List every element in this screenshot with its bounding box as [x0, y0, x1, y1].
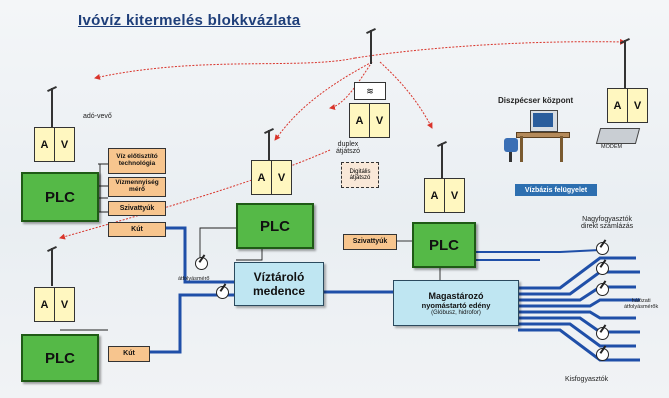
right-pump: Szivattyúk	[343, 234, 397, 250]
consumer-meter-icon	[596, 327, 609, 340]
filter-icon: ≋	[354, 82, 386, 100]
pressure-tank-box: Magastározó nyomástartó edény (Glóbusz, …	[393, 280, 519, 326]
diagram-title: Ivóvíz kitermelés blokkvázlata	[78, 12, 301, 29]
radio-link-reservoir-plc	[274, 61, 373, 141]
consumer-meter-icon	[596, 348, 609, 361]
water-pipes	[150, 226, 640, 362]
plc-left-bottom: PLC	[21, 334, 99, 382]
modem-label: MODEM	[601, 144, 623, 150]
consumer-meter-icon	[596, 283, 609, 296]
input-water-treatment: Víz előtisztító technológia	[108, 148, 166, 174]
consumer-meter-icon	[596, 262, 609, 275]
antenna-icon	[268, 130, 270, 162]
plc-left-top: PLC	[21, 172, 99, 222]
radio-link-right	[354, 38, 626, 59]
computer-workstation-icon	[500, 108, 580, 173]
input-well: Kút	[108, 222, 166, 237]
bottom-well: Kút	[108, 346, 150, 362]
antenna-icon	[441, 143, 443, 179]
flowmeter-valve-icon	[195, 257, 208, 270]
plc-center: PLC	[236, 203, 314, 249]
input-water-meter: Vízmennyiség mérő	[108, 177, 166, 197]
antenna-icon	[370, 30, 372, 64]
base-monitor-banner: Vízbázis felügyelet	[515, 184, 597, 196]
antenna-icon	[51, 248, 53, 286]
antenna-icon	[51, 88, 53, 128]
transceiver-label: adó-vevő	[83, 113, 112, 120]
input-pump: Szivattyúk	[108, 201, 166, 216]
flowmeter-label: átfolyásmérő	[178, 276, 210, 282]
radio-links	[59, 38, 626, 240]
radio-link-left	[94, 57, 356, 80]
small-consumers-label: Kisfogyasztók	[565, 376, 609, 383]
flowmeter-valve-icon	[216, 286, 229, 299]
consumer-meter-icon	[596, 242, 609, 255]
plc-right: PLC	[412, 222, 476, 268]
radio-link-bottom	[59, 149, 331, 240]
antenna-icon	[624, 40, 626, 90]
modem-icon	[595, 128, 641, 144]
dispatcher-label: Diszpécser központ	[498, 96, 574, 105]
